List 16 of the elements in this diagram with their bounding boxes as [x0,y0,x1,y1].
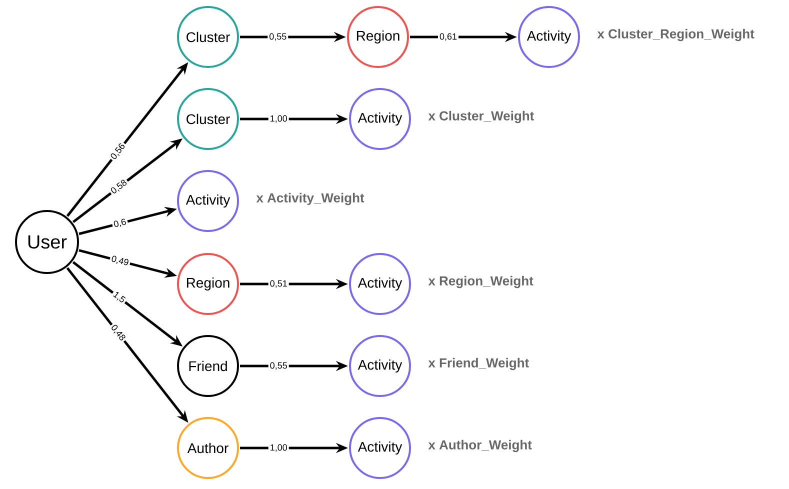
edge-label: 1,5 [113,292,126,302]
weight-label: x Region_Weight [428,276,534,288]
edge-label: 0,49 [112,256,128,266]
edge-label: 0,51 [270,280,287,288]
edge-label: 0,61 [440,33,457,41]
edge-label: 1,00 [270,444,288,452]
weight-label: x Author_Weight [428,440,532,452]
edge-label: 0,55 [270,362,287,370]
weight-label: x Cluster_Weight [428,110,534,124]
weight-label: x Cluster_Region_Weight [597,28,754,42]
edge-label: 1,00 [270,115,288,123]
edge-label: 0,58 [111,180,127,194]
edge-label: 0,6 [114,218,126,228]
weight-label: x Friend_Weight [428,358,529,370]
edge-label: 0,55 [269,33,286,41]
weight-label: x Activity_Weight [256,192,364,206]
